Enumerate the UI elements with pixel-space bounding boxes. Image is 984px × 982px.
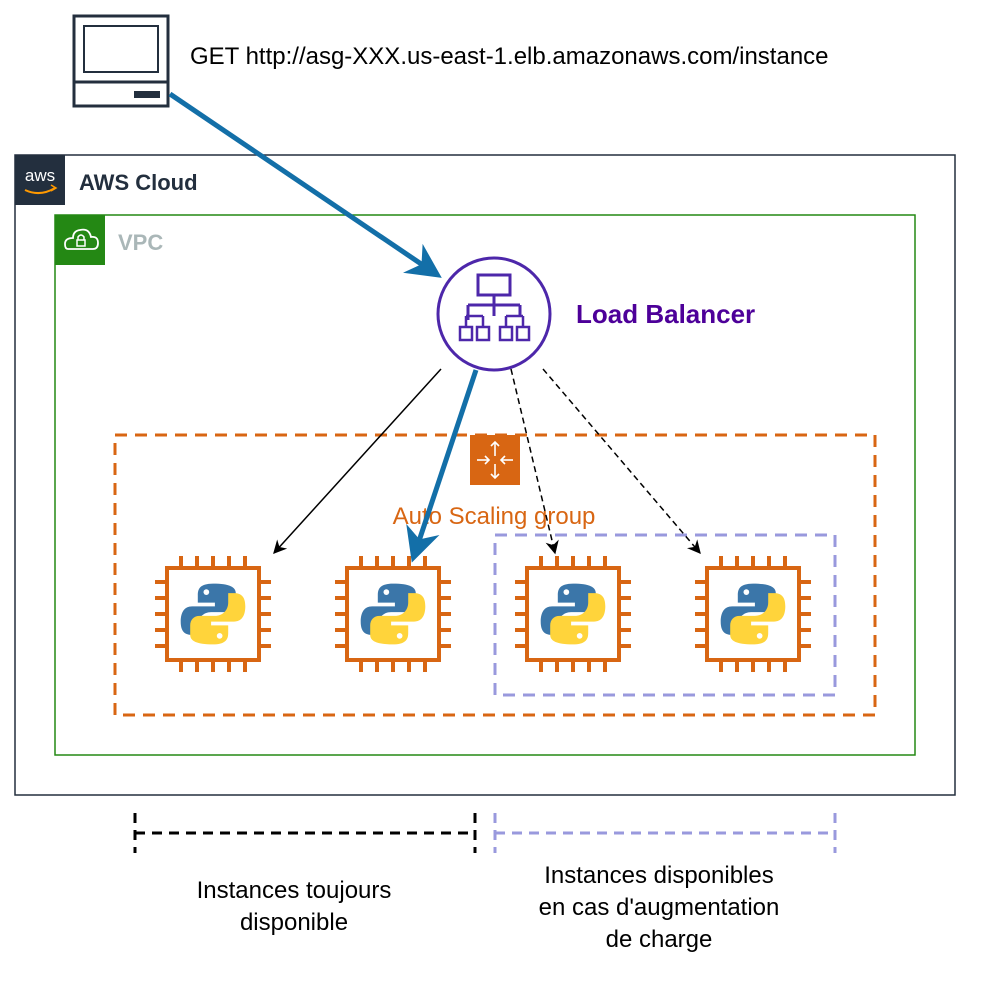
load-balancer-icon: [436, 256, 552, 372]
legend-scaling-line-2: en cas d'augmentation: [539, 894, 780, 921]
legend-always-line-2: disponible: [240, 909, 348, 936]
instance-2: [333, 554, 453, 674]
lb-to-instance-2-request-arrow: [406, 369, 479, 563]
client-computer-icon: [72, 14, 170, 108]
legend-always-line-1: Instances toujours: [197, 877, 392, 904]
scaling-instances-box: [493, 533, 837, 697]
legend-scaling-line-1: Instances disponibles: [544, 862, 773, 889]
load-balancer-label: Load Balancer: [576, 299, 755, 329]
instance-3: [513, 554, 633, 674]
auto-scaling-group: [113, 433, 877, 717]
lb-to-instance-1-arrow: [273, 368, 442, 554]
lb-to-instance-4-arrow: [542, 368, 701, 555]
lb-to-instance-3-arrow: [510, 368, 559, 555]
legend-scaling-line-3: de charge: [606, 926, 713, 953]
client-request-arrow: [168, 91, 442, 278]
vpc-label: VPC: [118, 230, 163, 255]
instance-4: [693, 554, 813, 674]
aws-cloud-label: AWS Cloud: [79, 170, 198, 195]
request-label: GET http://asg-XXX.us-east-1.elb.amazona…: [190, 43, 829, 70]
legend-scaling-bracket: [493, 813, 837, 853]
legend-always-bracket: [133, 813, 477, 853]
aws-logo-icon: [15, 155, 65, 205]
aws-cloud-group: aws AWS Cloud: [14, 154, 956, 796]
instance-1: [153, 554, 273, 674]
vpc-group: VPC: [54, 214, 916, 756]
aws-logo-text: aws: [25, 166, 55, 185]
